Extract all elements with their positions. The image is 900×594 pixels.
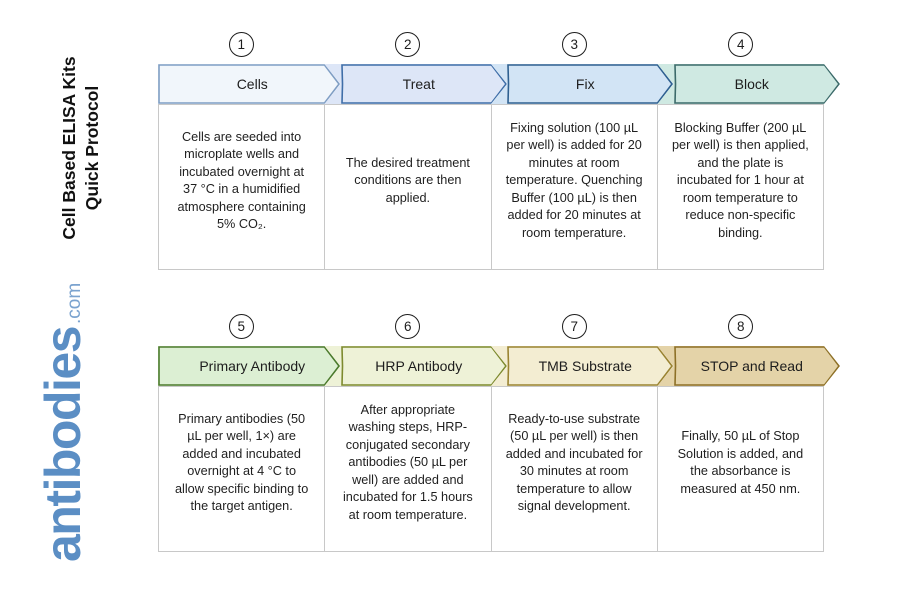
- brand-logo: antibodies .com: [35, 283, 100, 562]
- chevron-group-2: Primary Antibody HRP Antibody TMB Substrat…: [158, 346, 841, 386]
- step-description-text: Ready-to-use substrate (50 µL per well) …: [505, 411, 643, 514]
- step-chevron-outline: [340, 346, 507, 386]
- step-number-label: 6: [403, 319, 412, 334]
- step-number-badge: 8: [728, 314, 754, 339]
- step-number-label: 2: [403, 37, 412, 52]
- step-description-cell: Primary antibodies (50 µL per well, 1×) …: [159, 387, 326, 551]
- step-description-cell: Cells are seeded into microplate wells a…: [159, 105, 326, 269]
- step-chevron-label: STOP and Read: [700, 358, 803, 374]
- step-number-label: 1: [237, 37, 245, 52]
- step-number-label: 5: [237, 319, 245, 334]
- protocol-row-2: 5 6 7 8 Primary Antibody HRP Antibody TMB Sub…: [158, 312, 841, 552]
- step-chevron-outline: [158, 64, 341, 104]
- step-chevron-label: TMB Substrate: [538, 358, 632, 374]
- step-description-text: After appropriate washing steps, HRP-con…: [342, 402, 473, 522]
- step-chevron-outline: [673, 64, 840, 104]
- chevron-group-1: Cells Treat Fix Block: [158, 64, 841, 104]
- step-chevron-label: Fix: [575, 76, 595, 92]
- step-chevron[interactable]: Block: [657, 64, 840, 104]
- protocol-row-1: 1 2 3 4 Cells Treat Fix Block Cells are seeded…: [158, 30, 841, 270]
- step-chevron-label: Block: [734, 76, 769, 92]
- step-description-cell: The desired treatment conditions are the…: [325, 105, 492, 269]
- brand-logo-word: antibodies: [35, 326, 91, 562]
- step-chevron[interactable]: TMB Substrate: [491, 346, 674, 386]
- step-description-text: Fixing solution (100 µL per well) is add…: [505, 120, 643, 240]
- step-number-badge: 1: [228, 32, 254, 57]
- step-chevron-label: HRP Antibody: [375, 358, 463, 374]
- step-description-cell: After appropriate washing steps, HRP-con…: [325, 387, 492, 551]
- step-description-text: Primary antibodies (50 µL per well, 1×) …: [174, 411, 309, 514]
- step-number-label: 3: [570, 37, 578, 52]
- step-chevron[interactable]: Primary Antibody: [158, 346, 341, 386]
- step-chevron[interactable]: STOP and Read: [657, 346, 840, 386]
- step-number-badge: 6: [395, 314, 421, 339]
- step-number-label: 8: [736, 319, 745, 334]
- page-title: Cell Based ELISA Kits Quick Protocol: [58, 18, 104, 278]
- step-number-badge: 4: [728, 32, 754, 57]
- step-chevron-outline: [507, 346, 674, 386]
- step-chevron-outline: [507, 64, 674, 104]
- step-number-group-2: 5 6 7 8: [158, 312, 823, 346]
- step-description-cell: Finally, 50 µL of Stop Solution is added…: [658, 387, 824, 551]
- step-chevron-outline: [158, 346, 341, 386]
- step-chevron[interactable]: Fix: [491, 64, 674, 104]
- step-number-badge: 5: [228, 314, 254, 339]
- step-chevron-label: Treat: [402, 76, 435, 92]
- step-description-cell: Fixing solution (100 µL per well) is add…: [492, 105, 658, 269]
- brand-logo-tld: .com: [64, 282, 85, 324]
- page-title-line-1: Cell Based ELISA Kits: [59, 56, 79, 240]
- page-title-line-2: Quick Protocol: [82, 85, 102, 211]
- step-chevron[interactable]: HRP Antibody: [324, 346, 507, 386]
- step-chevron[interactable]: Treat: [324, 64, 507, 104]
- step-number-badge: 3: [561, 32, 587, 57]
- step-chevron-outline: [340, 64, 507, 104]
- step-description-cell: Blocking Buffer (200 µL per well) is the…: [658, 105, 824, 269]
- step-description-text: Blocking Buffer (200 µL per well) is the…: [671, 120, 809, 240]
- step-description-cell: Ready-to-use substrate (50 µL per well) …: [492, 387, 658, 551]
- step-chevron-outline: [673, 346, 840, 386]
- step-number-badge: 2: [395, 32, 421, 57]
- step-chevron-label: Cells: [236, 76, 268, 92]
- description-row-2: Primary antibodies (50 µL per well, 1×) …: [158, 386, 824, 552]
- step-description-text: The desired treatment conditions are the…: [345, 155, 470, 205]
- step-description-text: Finally, 50 µL of Stop Solution is added…: [677, 429, 804, 496]
- step-number-group-1: 1 2 3 4: [158, 30, 823, 64]
- step-number-label: 4: [736, 37, 745, 52]
- step-chevron-label: Primary Antibody: [199, 358, 306, 374]
- step-number-label: 7: [570, 319, 578, 334]
- step-description-text: Cells are seeded into microplate wells a…: [177, 129, 306, 232]
- step-number-badge: 7: [561, 314, 587, 339]
- step-chevron[interactable]: Cells: [158, 64, 341, 104]
- description-row-1: Cells are seeded into microplate wells a…: [158, 104, 824, 270]
